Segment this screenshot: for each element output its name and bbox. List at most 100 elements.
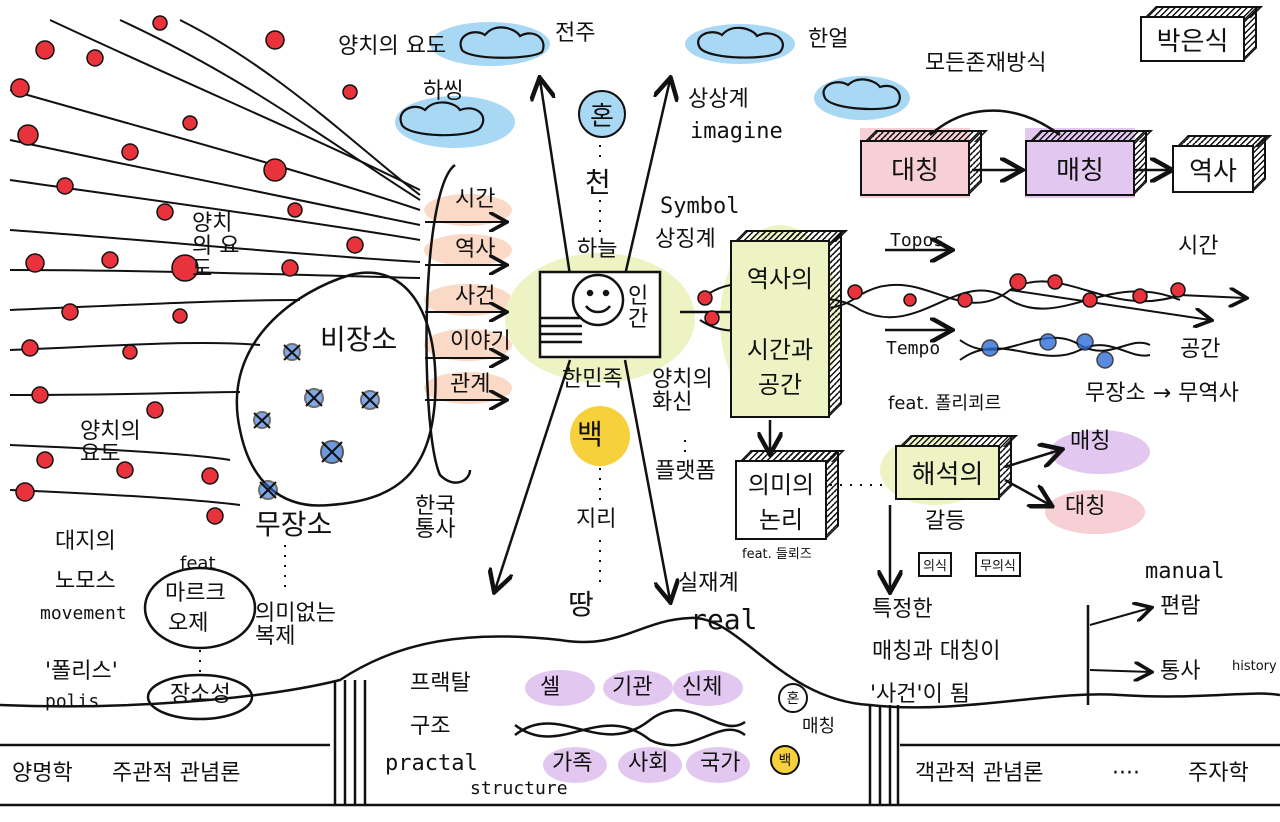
manual-item-tongsa: 통사	[1160, 659, 1201, 684]
existence-title: 모든존재방식	[925, 51, 1047, 76]
fractal-society: 사회	[628, 751, 669, 776]
manual-item-history-sub: history	[1232, 659, 1277, 674]
history-box-line3: 공간	[757, 370, 803, 399]
meaning-logic-box: 의미의 논리	[735, 460, 827, 540]
place-label: 장소성	[170, 682, 231, 707]
interpretation-box: 해석의	[895, 445, 1000, 500]
specific-line1: 특정한	[872, 597, 933, 622]
symbol-ko-label: 상징계	[655, 227, 716, 252]
history-box-line1: 역사의	[746, 264, 814, 293]
dotted-links	[199, 145, 885, 672]
manual-item-handbook: 편람	[1160, 594, 1201, 619]
list-bracket	[425, 163, 472, 484]
fractal-body: 신체	[682, 675, 723, 700]
matching-bubble: 매칭	[1070, 429, 1111, 454]
conscious-box: 의식	[918, 552, 952, 577]
author-box: 박은식	[1140, 16, 1245, 62]
space-axis-label: 공간	[1180, 337, 1221, 362]
fractal-family: 가족	[552, 751, 593, 776]
timeline-blue	[981, 333, 1114, 369]
jeonju-cloud-label: 전주	[555, 21, 596, 46]
baek-badge-label: 백	[577, 418, 603, 451]
earth-word-label: 지리	[576, 507, 617, 532]
ricoeur-feat-label: feat. 폴리쾨르	[888, 393, 1002, 414]
fractal-matching: 매칭	[802, 716, 836, 737]
ground-left-school: 양명학	[12, 761, 73, 786]
nomos-line1: 대지의	[55, 529, 116, 554]
left-field-label-1: 양치의 요도	[192, 211, 240, 283]
imagine-en-label: imagine	[690, 119, 783, 144]
marx-feat-label: feat	[180, 553, 216, 574]
left-top-label: 양치의 요도	[338, 34, 447, 59]
han-nation-label: 한민족	[562, 367, 623, 392]
specific-line3: '사건'이 됨	[870, 682, 971, 707]
marx-oval	[143, 566, 257, 650]
meaning-box-line1: 의미의	[747, 471, 815, 499]
meaningless-copy-label: 의미없는 복제	[255, 601, 336, 650]
history-of-time-space-box: 역사의 시간과 공간	[730, 240, 830, 418]
land-label: 땅	[568, 588, 594, 621]
left-field-label-2: 양치의 요도	[80, 419, 141, 468]
fractal-hon-badge: 혼	[778, 683, 808, 713]
ground-right-idealism: 객관적 관념론	[915, 761, 1044, 786]
matching-box: 매칭	[1025, 140, 1135, 196]
history-box-small: 역사	[1172, 145, 1254, 193]
no-place-no-history-label: 무장소 → 무역사	[1085, 381, 1239, 406]
human-icon	[538, 270, 662, 359]
real-en-label: real	[690, 603, 758, 636]
human-label: 인간	[628, 284, 649, 333]
list-item-relation: 관계	[450, 372, 491, 397]
symbol-en-label: Symbol	[660, 194, 740, 219]
no-place-label: 무장소	[255, 508, 333, 541]
clouds	[399, 26, 901, 137]
fractal-struct: 구조	[410, 714, 451, 739]
sky-label: 천	[585, 166, 611, 199]
fractal-baek-badge: 백	[770, 745, 800, 775]
ground-right-school: 주자학	[1188, 761, 1249, 786]
incarnation-label: 양치의 화신	[652, 367, 713, 416]
list-item-time: 시간	[455, 187, 496, 212]
platform-label: 플랫폼	[655, 459, 716, 484]
list-item-story: 이야기	[450, 329, 511, 354]
manual-title: manual	[1145, 559, 1225, 584]
topos-label: Topos	[890, 230, 945, 251]
non-place-oval	[235, 271, 437, 507]
tempo-label: Tempo	[886, 338, 941, 359]
imagine-ko-label: 상상계	[688, 87, 749, 112]
hassing-label: 하씽	[423, 79, 464, 104]
hon-badge: 혼	[578, 90, 626, 138]
fractal-title: 프랙탈	[410, 671, 471, 696]
meaning-box-line2: 논리	[758, 506, 804, 534]
fractal-cell: 셀	[540, 675, 561, 700]
red-dots	[10, 15, 364, 525]
list-item-history: 역사	[455, 237, 496, 262]
central-arrows	[495, 80, 1170, 600]
unconscious-box: 무의식	[975, 552, 1021, 577]
blue-x-marks	[253, 343, 380, 500]
symmetry-box: 대칭	[860, 140, 970, 196]
ground-dots: ····	[1112, 761, 1140, 786]
marx-line2: 오제	[168, 611, 209, 636]
polis-en-label: polis	[45, 691, 100, 712]
list-arrows	[425, 222, 505, 400]
non-place-label: 비장소	[320, 323, 398, 356]
real-ko-label: 실재계	[678, 571, 739, 596]
idea-rays	[9, 19, 421, 506]
fractal-en1: practal	[385, 751, 478, 776]
specific-line2: 매칭과 대칭이	[872, 639, 1001, 664]
symmetry-bubble: 대칭	[1065, 494, 1106, 519]
marx-line1: 마르크	[165, 581, 226, 606]
interpretation-line2: 갈등	[925, 509, 966, 534]
fractal-nation: 국가	[700, 751, 741, 776]
list-item-event: 사건	[455, 284, 496, 309]
history-box-line2: 시간과	[746, 335, 814, 364]
fractal-en2: structure	[470, 778, 568, 799]
fractal-organ: 기관	[612, 675, 653, 700]
sky-word-label: 하늘	[577, 237, 618, 262]
time-axis-label: 시간	[1178, 234, 1219, 259]
movement-label: movement	[40, 603, 127, 624]
ground-lines	[0, 616, 1280, 807]
haneol-cloud-label: 한얼	[808, 27, 849, 52]
ground-left-idealism: 주관적 관념론	[112, 761, 241, 786]
place-oval	[146, 673, 254, 721]
